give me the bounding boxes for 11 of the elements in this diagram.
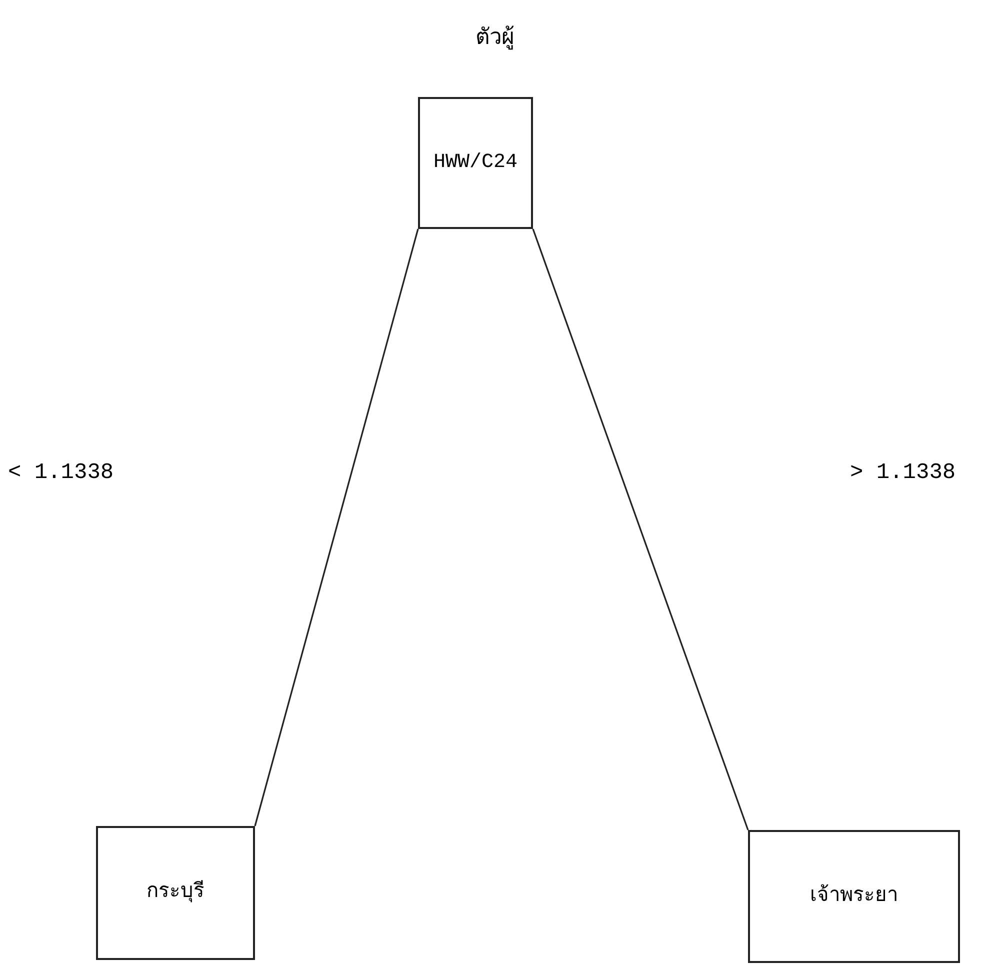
connector-line <box>532 228 749 830</box>
connector-line <box>254 228 419 826</box>
split-value-label: > 1.1338 <box>850 459 956 487</box>
title: ตัวผู้ <box>474 24 516 53</box>
node-box <box>748 830 960 963</box>
node-label: เจ้าพระยา <box>810 883 898 910</box>
node-label: HWW/C24 <box>433 150 518 176</box>
node-label: กระบุรี <box>146 879 204 906</box>
node-box <box>96 826 255 960</box>
split-value-label: < 1.1338 <box>8 459 114 487</box>
node-box <box>418 97 533 229</box>
